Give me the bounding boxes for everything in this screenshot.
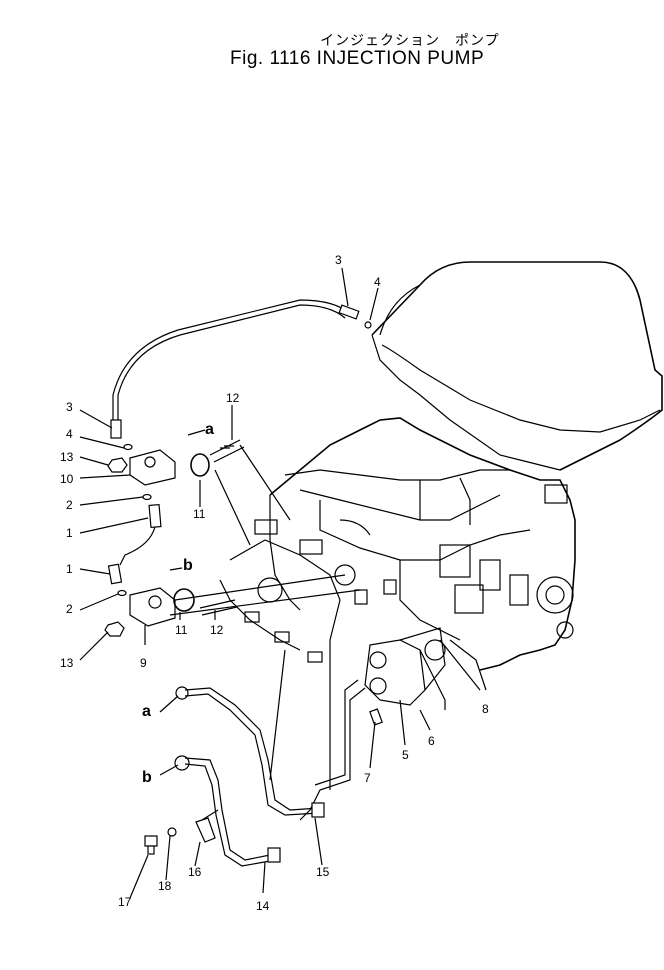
clamp-set bbox=[144, 809, 219, 855]
leader-lines bbox=[79, 267, 487, 899]
title-japanese: インジェクション ポンプ bbox=[320, 33, 500, 49]
callout-8: 8 bbox=[482, 702, 489, 716]
callout-3-top: 3 bbox=[335, 253, 342, 267]
callout-4-left: 4 bbox=[66, 427, 73, 441]
callout-3-left: 3 bbox=[66, 400, 73, 414]
callout-2-upper: 2 bbox=[66, 498, 73, 512]
ref-b-top: b bbox=[183, 557, 193, 574]
callout-17: 17 bbox=[118, 895, 132, 909]
callout-12-upper: 12 bbox=[226, 391, 240, 405]
ref-a-bottom: a bbox=[142, 703, 151, 720]
callout-16: 16 bbox=[188, 865, 202, 879]
callout-2-lower: 2 bbox=[66, 602, 73, 616]
lower-pipe-assembly bbox=[104, 574, 361, 637]
callout-10: 10 bbox=[60, 472, 74, 486]
callout-11-upper: 11 bbox=[193, 507, 206, 521]
callout-labels: 3 4 3 4 13 10 2 1 1 2 13 12 11 9 11 12 8… bbox=[60, 253, 489, 913]
callout-12-lower: 12 bbox=[210, 623, 224, 637]
injection-pump bbox=[299, 627, 481, 821]
callout-9: 9 bbox=[140, 656, 147, 670]
callout-11-lower: 11 bbox=[175, 623, 188, 637]
callout-1-upper: 1 bbox=[66, 526, 73, 540]
callout-1-lower: 1 bbox=[66, 562, 73, 576]
callout-14: 14 bbox=[256, 899, 270, 913]
callout-18: 18 bbox=[158, 879, 172, 893]
ref-a-top: a bbox=[205, 421, 214, 438]
engine-outline bbox=[219, 261, 663, 671]
figure-title: Fig. 1116 INJECTION PUMP bbox=[230, 48, 485, 69]
callout-7: 7 bbox=[364, 771, 371, 785]
delivery-pipes bbox=[174, 640, 331, 867]
upper-pipe-assembly bbox=[107, 304, 372, 585]
return-pipe bbox=[112, 299, 351, 420]
callout-15: 15 bbox=[316, 865, 330, 879]
callout-13-lower: 13 bbox=[60, 656, 74, 670]
callout-5: 5 bbox=[402, 748, 409, 762]
callout-6: 6 bbox=[428, 734, 435, 748]
callout-4-top: 4 bbox=[374, 275, 381, 289]
callout-13-upper: 13 bbox=[60, 450, 74, 464]
ref-b-bottom: b bbox=[142, 769, 152, 786]
